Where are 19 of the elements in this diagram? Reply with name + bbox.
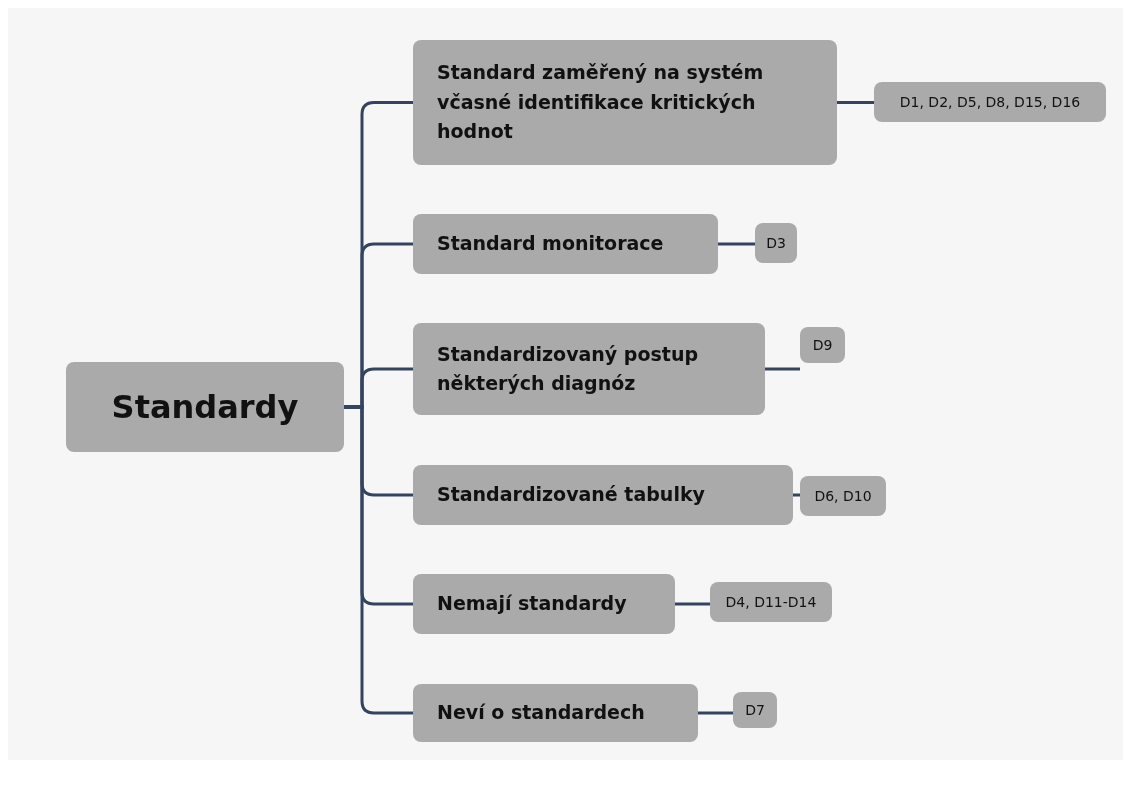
topic-box: Standard zaměřený na systém včasné identifikace kritických hodnot bbox=[413, 40, 837, 165]
tag-box: D9 bbox=[800, 327, 845, 363]
root-topic-box: Standardy bbox=[66, 362, 344, 452]
topic-box: Neví o standardech bbox=[413, 684, 698, 742]
connector-line bbox=[765, 367, 800, 371]
tag-box: D6, D10 bbox=[800, 476, 886, 516]
connector-line bbox=[698, 711, 733, 715]
topic-box: Standardizovaný postup některých diagnóz bbox=[413, 323, 765, 415]
topic-box: Standard monitorace bbox=[413, 214, 718, 274]
topic-box: Nemají standardy bbox=[413, 574, 675, 634]
topic-box: Standardizované tabulky bbox=[413, 465, 793, 525]
tag-box: D1, D2, D5, D8, D15, D16 bbox=[874, 82, 1106, 122]
connector-line bbox=[675, 602, 710, 606]
tag-box: D3 bbox=[755, 223, 797, 263]
tag-box: D7 bbox=[733, 692, 777, 728]
connector-line bbox=[793, 493, 800, 497]
connector-line bbox=[837, 101, 874, 104]
connector-line bbox=[718, 242, 755, 246]
tag-box: D4, D11-D14 bbox=[710, 582, 832, 622]
